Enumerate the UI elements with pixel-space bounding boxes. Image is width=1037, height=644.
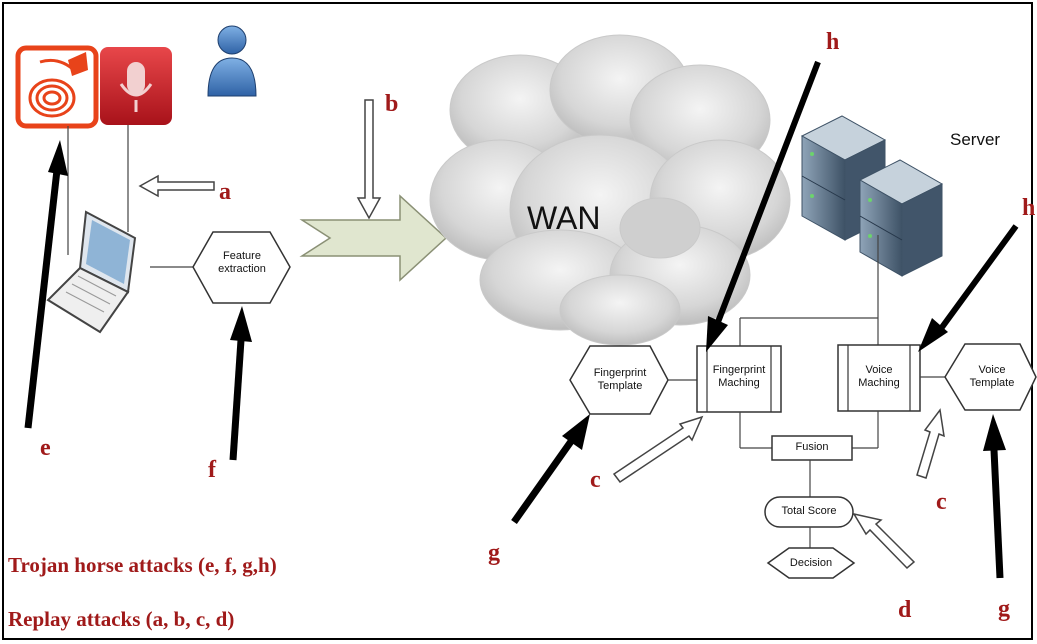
user-icon xyxy=(207,25,257,97)
arrow-g-right xyxy=(983,414,1006,579)
label-c-left: c xyxy=(590,467,601,493)
label-c-right: c xyxy=(936,489,947,515)
arrow-g-left xyxy=(511,414,590,525)
arrow-f xyxy=(229,306,252,461)
arrow-c-right xyxy=(916,408,945,479)
total-score-pill xyxy=(764,496,854,528)
microphone-icon xyxy=(100,47,172,125)
decision-diamond xyxy=(766,547,856,579)
wan-label: WAN xyxy=(527,200,601,236)
arrow-c-left xyxy=(612,415,704,484)
label-e: e xyxy=(40,435,51,461)
wan-arrow xyxy=(299,194,448,282)
label-g-left: g xyxy=(488,540,500,566)
voice-matching-label: Voice Maching xyxy=(858,364,900,389)
fingerprint-matching-label: Fingerprint Maching xyxy=(712,364,766,389)
feature-extraction-label: Feature extraction xyxy=(218,250,266,275)
label-f: f xyxy=(208,457,216,483)
legend-replay: Replay attacks (a, b, c, d) xyxy=(8,607,235,631)
voice-template-label: Voice Template xyxy=(969,364,1015,389)
arrow-d xyxy=(852,512,916,570)
laptop-icon xyxy=(46,210,137,334)
fingerprint-icon xyxy=(15,45,99,129)
fingerprint-template-label: Fingerprint Template xyxy=(593,367,647,392)
label-d: d xyxy=(898,597,912,623)
voice-template-hexagon xyxy=(944,343,1037,411)
label-g-right: g xyxy=(998,596,1010,622)
server-icon xyxy=(800,115,944,277)
label-a: a xyxy=(219,179,231,205)
fusion-box xyxy=(771,435,853,461)
server-label: Server xyxy=(950,130,1001,149)
cloud-icon xyxy=(429,34,791,346)
feature-extraction-hexagon xyxy=(192,231,291,304)
arrow-h-top xyxy=(706,60,821,352)
legend-trojan: Trojan horse attacks (e, f, g,h) xyxy=(8,553,277,577)
label-h-top: h xyxy=(826,29,840,55)
label-h-right: h xyxy=(1022,195,1036,221)
arrow-e xyxy=(24,140,68,429)
voice-matching-box xyxy=(837,344,921,412)
decision-label: Decision xyxy=(789,557,833,569)
fingerprint-matching-box xyxy=(696,345,782,413)
arrow-b xyxy=(356,99,382,220)
arrow-a xyxy=(138,174,215,198)
arrow-h-right xyxy=(918,224,1019,352)
label-b: b xyxy=(385,91,399,117)
total-score-label: Total Score xyxy=(781,505,837,517)
fusion-label: Fusion xyxy=(795,441,829,453)
